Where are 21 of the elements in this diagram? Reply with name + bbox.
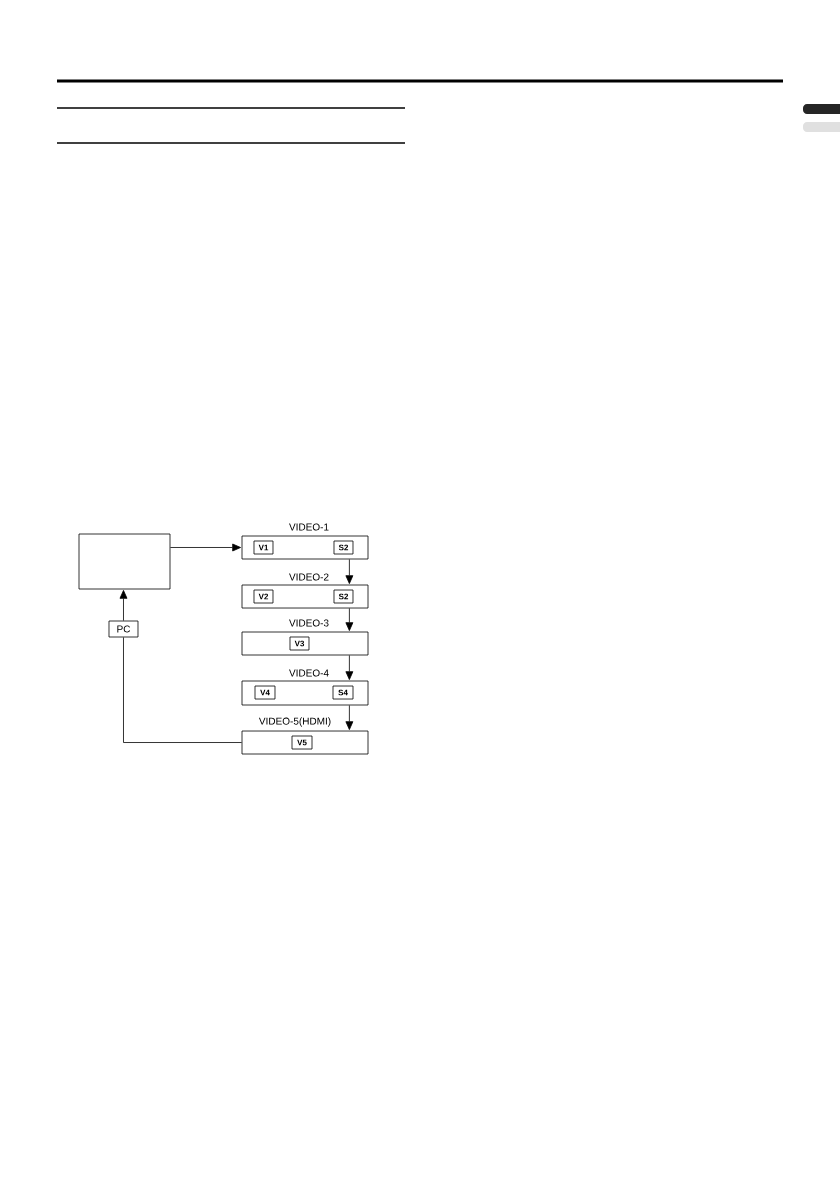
input-indicator: V4 xyxy=(254,685,276,700)
node-label: VIDEO-5(HDMI) xyxy=(258,717,331,727)
input-indicator: V5 xyxy=(291,735,313,750)
label-box: PC xyxy=(108,620,139,638)
arrow xyxy=(345,705,354,730)
node-label: VIDEO-4 xyxy=(289,669,329,677)
input-indicator: V3 xyxy=(289,636,310,651)
node-label: VIDEO-1 xyxy=(289,523,329,531)
input-indicator: V2 xyxy=(253,589,274,604)
node-label: VIDEO-2 xyxy=(289,573,329,581)
input-indicator: V1 xyxy=(253,540,274,555)
arrow xyxy=(345,608,354,631)
arrow xyxy=(345,655,354,680)
arrow xyxy=(170,543,241,552)
input-indicator: S2 xyxy=(333,540,354,555)
arrow xyxy=(119,590,128,621)
input-indicator: S2 xyxy=(333,589,354,604)
node-label: VIDEO-3 xyxy=(289,619,329,627)
screen-box xyxy=(78,533,171,590)
arrow xyxy=(345,559,354,584)
input-indicator: S4 xyxy=(332,685,354,700)
